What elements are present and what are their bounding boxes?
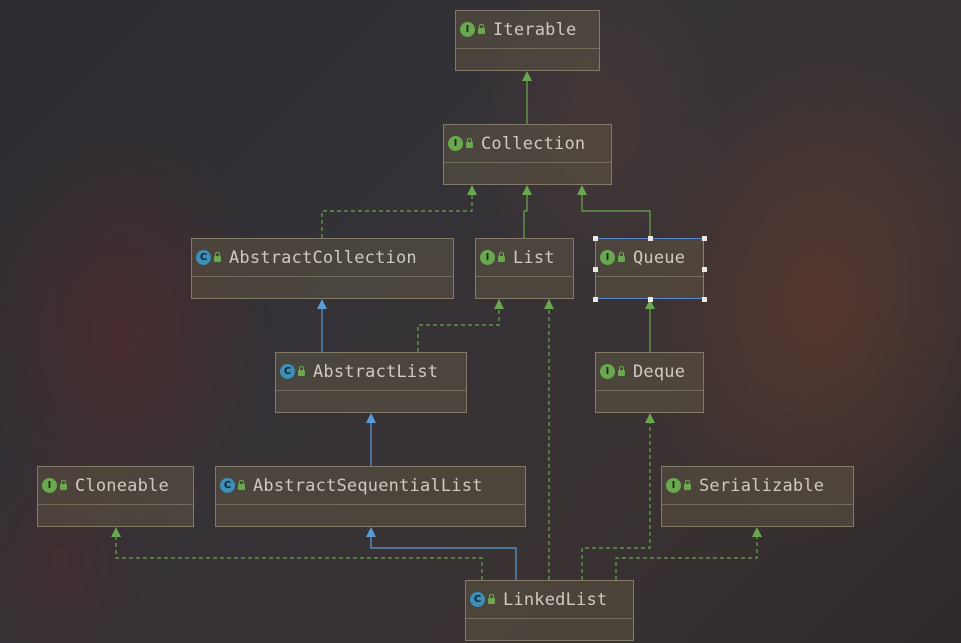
node-label: AbstractSequentialList xyxy=(253,475,483,496)
arrowhead xyxy=(366,527,376,537)
abstract-class-icon: C xyxy=(196,250,211,265)
public-visibility-icon xyxy=(298,365,305,376)
selection-handle[interactable] xyxy=(593,236,598,241)
public-visibility-icon xyxy=(478,23,485,34)
node-abstract-sequential-list[interactable]: C AbstractSequentialList xyxy=(215,466,526,527)
edge-linked-list-to-list xyxy=(544,299,554,580)
arrowhead xyxy=(544,299,554,309)
arrowhead xyxy=(111,527,121,537)
node-label: Deque xyxy=(633,361,686,382)
class-icon: C xyxy=(470,592,485,607)
node-label: Collection xyxy=(481,133,586,154)
edge-list-to-collection xyxy=(522,185,532,238)
interface-icon: I xyxy=(448,136,463,151)
node-header: C AbstractList xyxy=(276,353,466,391)
node-label: Serializable xyxy=(699,475,825,496)
edge-queue-to-collection xyxy=(577,185,651,238)
public-visibility-icon xyxy=(238,479,245,490)
abstract-class-icon: C xyxy=(280,364,295,379)
node-label: AbstractList xyxy=(313,361,439,382)
node-header: C AbstractSequentialList xyxy=(216,467,525,505)
selection-handle[interactable] xyxy=(702,236,707,241)
edge-abstract-list-to-list xyxy=(417,299,504,352)
public-visibility-icon xyxy=(488,593,495,604)
node-abstract-list[interactable]: C AbstractList xyxy=(275,352,467,413)
public-visibility-icon xyxy=(618,365,625,376)
edge-linked-list-to-abstract-sequential-list xyxy=(366,527,517,580)
node-header: I Queue xyxy=(596,239,703,277)
arrowhead xyxy=(366,413,376,423)
node-deque[interactable]: I Deque xyxy=(595,352,704,413)
interface-icon: I xyxy=(460,22,475,37)
selection-handle[interactable] xyxy=(702,266,707,272)
edge-linked-list-to-cloneable xyxy=(111,527,483,580)
arrowhead xyxy=(522,185,532,195)
node-list[interactable]: I List xyxy=(475,238,574,299)
edge-abstract-sequential-list-to-abstract-list xyxy=(366,413,376,466)
edge-linked-list-to-deque xyxy=(581,413,655,580)
node-label: Cloneable xyxy=(75,475,169,496)
edge-deque-to-queue xyxy=(645,299,655,352)
node-header: C LinkedList xyxy=(466,581,633,619)
public-visibility-icon xyxy=(60,479,67,490)
node-label: AbstractCollection xyxy=(229,247,417,268)
node-header: I Collection xyxy=(444,125,611,163)
public-visibility-icon xyxy=(498,251,505,262)
interface-icon: I xyxy=(666,478,681,493)
public-visibility-icon xyxy=(618,251,625,262)
node-header: C AbstractCollection xyxy=(192,239,453,277)
arrowhead xyxy=(467,185,477,195)
arrowhead xyxy=(494,299,504,309)
arrowhead xyxy=(645,299,655,309)
node-header: I Cloneable xyxy=(38,467,193,505)
arrowhead xyxy=(645,413,655,423)
arrowhead xyxy=(752,527,762,537)
interface-icon: I xyxy=(600,364,615,379)
node-abstract-collection[interactable]: C AbstractCollection xyxy=(191,238,454,299)
node-label: LinkedList xyxy=(503,589,608,610)
selection-handle[interactable] xyxy=(702,297,707,302)
edge-linked-list-to-serializable xyxy=(615,527,762,580)
interface-icon: I xyxy=(42,478,57,493)
node-cloneable[interactable]: I Cloneable xyxy=(37,466,194,527)
abstract-class-icon: C xyxy=(220,478,235,493)
interface-icon: I xyxy=(600,250,615,265)
selection-handle[interactable] xyxy=(647,236,653,241)
node-iterable[interactable]: I Iterable xyxy=(455,10,600,71)
node-header: I Deque xyxy=(596,353,703,391)
node-header: I Iterable xyxy=(456,11,599,49)
node-header: I Serializable xyxy=(662,467,853,505)
node-header: I List xyxy=(476,239,573,277)
node-linked-list[interactable]: C LinkedList xyxy=(465,580,634,641)
arrowhead xyxy=(577,185,587,195)
public-visibility-icon xyxy=(214,251,221,262)
edge-abstract-collection-to-collection xyxy=(321,185,477,238)
node-label: Iterable xyxy=(493,19,577,40)
selection-handle[interactable] xyxy=(593,266,598,272)
node-collection[interactable]: I Collection xyxy=(443,124,612,185)
selection-handle[interactable] xyxy=(593,297,598,302)
node-serializable[interactable]: I Serializable xyxy=(661,466,854,527)
public-visibility-icon xyxy=(684,479,691,490)
public-visibility-icon xyxy=(466,137,473,148)
node-label: Queue xyxy=(633,247,686,268)
arrowhead xyxy=(522,71,532,81)
edge-collection-to-iterable xyxy=(522,71,532,124)
selection-handle[interactable] xyxy=(647,297,653,302)
node-label: List xyxy=(513,247,555,268)
arrowhead xyxy=(317,299,327,309)
interface-icon: I xyxy=(480,250,495,265)
edge-abstract-list-to-abstract-collection xyxy=(317,299,327,352)
node-queue[interactable]: I Queue xyxy=(593,236,707,302)
